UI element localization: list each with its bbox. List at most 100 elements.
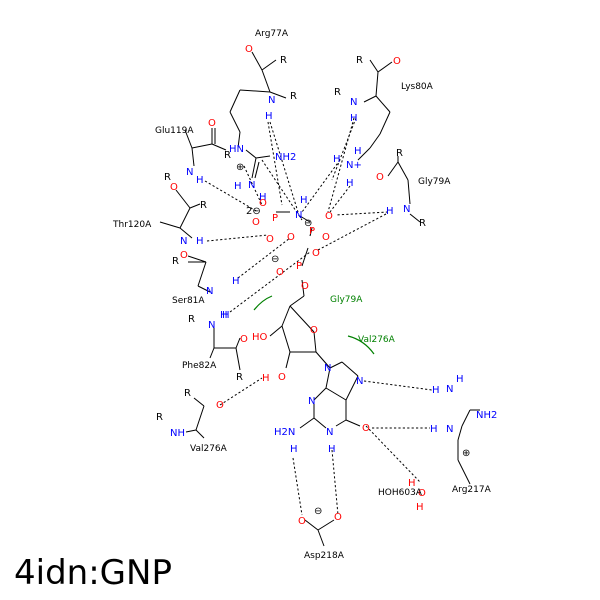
atom-r: R (290, 91, 297, 102)
atom-h: H (354, 146, 362, 157)
atom-ho: HO (252, 332, 268, 343)
atom-o: O (312, 248, 320, 259)
atom-n: N (403, 204, 410, 215)
atom-h: H (290, 444, 298, 455)
atom-labels: R O N R H HN NH2 ⊕ N H H R O R N H H N+ … (156, 44, 497, 527)
atom-n: N (295, 210, 302, 221)
atom-o: O (208, 118, 216, 129)
atom-h: H (265, 111, 273, 122)
residue-label-thr120: Thr120A (112, 220, 152, 230)
atom-o: O (278, 372, 286, 383)
atom-o: O (322, 232, 330, 243)
residue-labels: Arg77A Lys80A Glu119A Gly79A Thr120A Ser… (112, 29, 492, 561)
atom-o: O (170, 182, 178, 193)
atom-p: P (309, 226, 315, 237)
atom-nh2: NH2 (476, 410, 497, 421)
hydrophobic-label-val276: Val276A (358, 335, 396, 345)
hydrophobic-arc-gly79 (253, 295, 273, 311)
atom-o: O (276, 267, 284, 278)
atom-h: H (333, 154, 341, 165)
atom-h: H (300, 195, 308, 206)
atom-h: H (232, 276, 240, 287)
atom-h: H (386, 206, 394, 217)
atom-r: R (200, 200, 207, 211)
atom-h: H (259, 192, 267, 203)
covalent-bonds (159, 51, 480, 547)
hydrophobic-contacts: Gly79A Val276A (253, 295, 396, 355)
residue-label-arg77: Arg77A (255, 29, 289, 39)
atom-o: O (245, 44, 253, 55)
atom-r: R (164, 172, 171, 183)
hydrophobic-arc-val276 (347, 335, 375, 355)
atom-h: H (234, 181, 242, 192)
residue-label-lys80: Lys80A (401, 82, 434, 92)
atom-n: N (308, 396, 315, 407)
atom-o: O (376, 172, 384, 183)
atom-h: H (220, 310, 228, 321)
atom-o: O (334, 512, 342, 523)
atom-o: O (418, 488, 426, 499)
atom-h: H (328, 444, 336, 455)
atom-r: R (396, 148, 403, 159)
atom-r: R (334, 87, 341, 98)
residue-label-phe82: Phe82A (182, 361, 217, 371)
atom-n: N (446, 424, 453, 435)
atom-n: N (186, 167, 193, 178)
atom-n-plus: N+ (346, 160, 362, 171)
atom-h: H (196, 236, 204, 247)
atom-o: O (362, 423, 370, 434)
atom-r: R (356, 55, 363, 66)
charge-plus: ⊕ (236, 162, 244, 173)
atom-n: N (208, 320, 215, 331)
atom-o: O (310, 325, 318, 336)
residue-label-asp218: Asp218A (304, 551, 345, 561)
atom-n: N (326, 427, 333, 438)
hydrogen-bonds (204, 117, 433, 516)
residue-label-gly79: Gly79A (418, 177, 451, 187)
atom-nh2: NH2 (275, 152, 296, 163)
atom-o: O (252, 217, 260, 228)
hydrophobic-label-gly79: Gly79A (330, 295, 363, 305)
atom-o: O (266, 234, 274, 245)
diagram-title: 4idn:GNP (14, 553, 172, 593)
atom-o: O (216, 400, 224, 411)
residue-label-hoh603: HOH603A (378, 488, 423, 498)
atom-o: O (180, 250, 188, 261)
atom-r: R (184, 388, 191, 399)
atom-h2n: H2N (274, 427, 295, 438)
atom-r: R (156, 412, 163, 423)
atom-h: H (346, 178, 354, 189)
atom-h: H (262, 373, 270, 384)
charge-minus: ⊖ (271, 254, 279, 265)
atom-h: H (408, 478, 416, 489)
atom-n: N (446, 384, 453, 395)
residue-label-glu119: Glu119A (155, 126, 194, 136)
charge-minus: ⊖ (304, 218, 312, 229)
atom-r: R (236, 372, 243, 383)
atom-o: O (259, 198, 267, 209)
atom-o: O (240, 334, 248, 345)
atom-h: H (350, 113, 358, 124)
atom-n: N (324, 363, 331, 374)
atom-n: N (350, 97, 357, 108)
atom-h: H (432, 385, 440, 396)
atom-h: H (416, 502, 424, 513)
atom-o: O (301, 281, 309, 292)
atom-hn: HN (229, 144, 244, 155)
atom-n: N (268, 95, 275, 106)
atom-p: P (296, 261, 302, 272)
atom-n: N (180, 236, 187, 247)
residue-label-arg217: Arg217A (452, 485, 492, 495)
atom-o: O (393, 56, 401, 67)
atom-h: H (430, 424, 438, 435)
atom-h: H (196, 175, 204, 186)
atom-n: N (248, 180, 255, 191)
atom-r: R (188, 314, 195, 325)
charge-minus: ⊖ (314, 506, 322, 517)
residue-label-ser81: Ser81A (172, 296, 205, 306)
atom-o: O (287, 232, 295, 243)
atom-r: R (224, 150, 231, 161)
atom-o: O (325, 211, 333, 222)
atom-r: R (419, 218, 426, 229)
